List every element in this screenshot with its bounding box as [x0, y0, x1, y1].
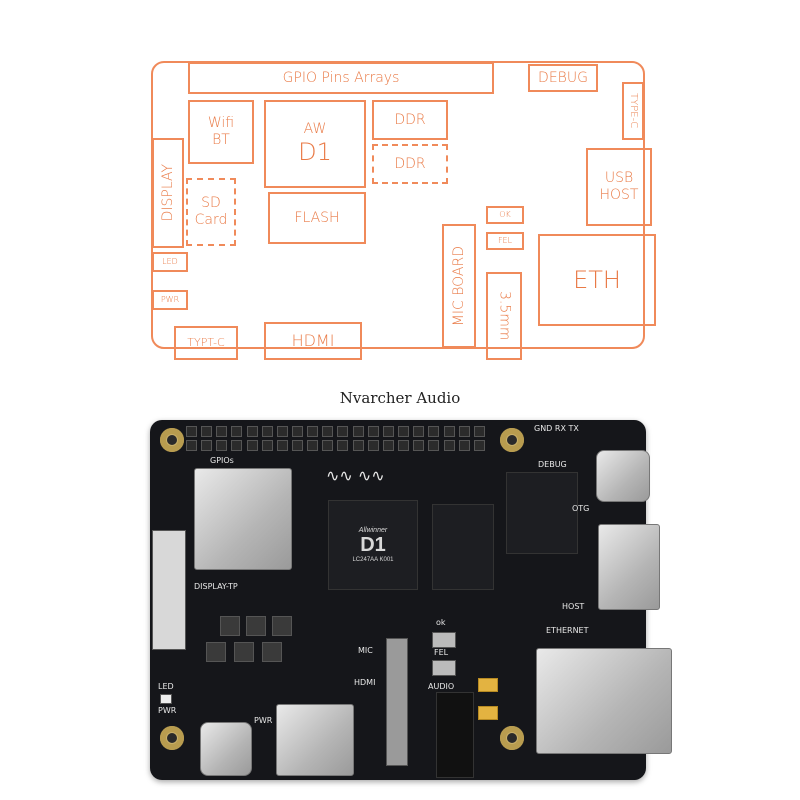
- gpio-block: GPIO Pins Arrays: [188, 62, 494, 94]
- caption: Nvarcher Audio: [339, 389, 461, 407]
- pwr-silk: PWR: [254, 716, 273, 725]
- ok-button[interactable]: [432, 632, 456, 648]
- host-label: HOST: [599, 187, 639, 203]
- soc-block: AW D1: [264, 100, 366, 188]
- pwr-silk-side: PWR: [158, 706, 177, 715]
- bt-label: BT: [212, 132, 230, 148]
- mounting-hole-icon: [500, 726, 524, 750]
- chip-logo: Allwinner: [358, 527, 388, 534]
- hdmi-port: [276, 704, 354, 776]
- host-silk: HOST: [562, 602, 585, 611]
- ok-label: OK: [499, 210, 511, 220]
- ddr-label-1: DDR: [394, 111, 426, 128]
- capacitor: [220, 616, 240, 636]
- aw-label: AW: [303, 121, 327, 138]
- usb-c-power-port: [200, 722, 252, 776]
- led-indicator: [160, 694, 172, 704]
- audio-jack-block: 3.5mm: [486, 272, 522, 360]
- display-block: DISPLAY: [152, 138, 184, 248]
- type-c-top-label: TYPE-C: [628, 93, 639, 129]
- ddr-block-1: DDR: [372, 100, 448, 140]
- pwr-label: PWR: [160, 295, 180, 305]
- wifi-label: Wifi: [207, 115, 235, 132]
- ok-block: OK: [486, 206, 524, 224]
- otg-silk: OTG: [572, 504, 590, 513]
- mic-board-label: MIC BOARD: [450, 245, 467, 327]
- eth-block: ETH: [538, 234, 656, 326]
- chip-d1-text: D1: [360, 534, 386, 556]
- mic-silk: MIC: [358, 646, 373, 655]
- debug-block: DEBUG: [528, 64, 598, 92]
- hdmi-silk: HDMI: [354, 678, 376, 687]
- wifi-module: [194, 468, 292, 570]
- tantalum-cap: [478, 678, 498, 692]
- led-block: LED: [152, 252, 188, 272]
- fel-button[interactable]: [432, 660, 456, 676]
- usb-label: USB: [604, 170, 634, 187]
- usb-hub-chip: [506, 472, 578, 554]
- ethernet-silk: ETHERNET: [546, 626, 589, 635]
- mounting-hole-icon: [160, 428, 184, 452]
- pwr-block: PWR: [152, 290, 188, 310]
- board-logo-icon: ∿∿ ∿∿: [326, 466, 385, 485]
- ddr-label-2: DDR: [394, 155, 426, 172]
- fel-block: FEL: [486, 232, 524, 250]
- display-label: DISPLAY: [159, 164, 176, 222]
- audio-jack-label: 3.5mm: [496, 291, 513, 341]
- led-label: LED: [162, 257, 178, 267]
- flash-block: FLASH: [268, 192, 366, 244]
- ddr-block-2: DDR: [372, 144, 448, 184]
- mic-board-block: MIC BOARD: [442, 224, 476, 348]
- usb-host-port: [598, 524, 660, 610]
- gpio-header: [186, 426, 486, 451]
- fel-label: FEL: [497, 236, 513, 246]
- capacitor: [246, 616, 266, 636]
- ok-silk: ok: [436, 618, 446, 627]
- ethernet-port: [536, 648, 672, 754]
- chip-code: LC247AA K001: [352, 557, 394, 563]
- capacitor: [262, 642, 282, 662]
- display-tp-silk: DISPLAY-TP: [194, 582, 238, 591]
- board-photo: GPIOs GND RX TX DEBUG ∿∿ ∿∿ Allwinner D1…: [150, 420, 672, 790]
- typt-c-block: TYPT-C: [174, 326, 238, 360]
- d1-label: D1: [298, 138, 332, 166]
- gpios-silk: GPIOs: [210, 456, 234, 465]
- hdmi-label: HDMI: [291, 331, 335, 351]
- fel-silk: FEL: [434, 648, 449, 657]
- usb-host-block: USB HOST: [586, 148, 652, 226]
- ddr-chip: [432, 504, 494, 590]
- mic-connector: [386, 638, 408, 766]
- capacitor: [272, 616, 292, 636]
- led-silk: LED: [158, 682, 174, 691]
- capacitor: [234, 642, 254, 662]
- board-layout-diagram: GPIO Pins Arrays DEBUG TYPE-C Wifi BT AW…: [0, 0, 800, 370]
- debug-label: DEBUG: [538, 69, 588, 86]
- display-connector: [152, 530, 186, 650]
- d1-soc-chip: Allwinner D1 LC247AA K001: [328, 500, 418, 590]
- usb-c-otg-port: [596, 450, 650, 502]
- type-c-top-block: TYPE-C: [622, 82, 644, 140]
- hdmi-block: HDMI: [264, 322, 362, 360]
- gnd-rx-tx-silk: GND RX TX: [534, 424, 579, 433]
- sd-card-block: SD Card: [186, 178, 236, 246]
- eth-label: ETH: [573, 265, 621, 294]
- card-label: Card: [194, 212, 228, 228]
- flash-label: FLASH: [294, 209, 340, 226]
- mounting-hole-icon: [160, 726, 184, 750]
- typt-c-label: TYPT-C: [187, 336, 225, 350]
- gpio-label: GPIO Pins Arrays: [282, 69, 400, 86]
- audio-jack: [436, 692, 474, 778]
- sd-label: SD: [201, 195, 221, 212]
- board-outline: [151, 61, 645, 349]
- mounting-hole-icon: [500, 428, 524, 452]
- audio-silk: AUDIO: [428, 682, 455, 691]
- wifi-bt-block: Wifi BT: [188, 100, 254, 164]
- debug-silk: DEBUG: [538, 460, 567, 469]
- tantalum-cap: [478, 706, 498, 720]
- capacitor: [206, 642, 226, 662]
